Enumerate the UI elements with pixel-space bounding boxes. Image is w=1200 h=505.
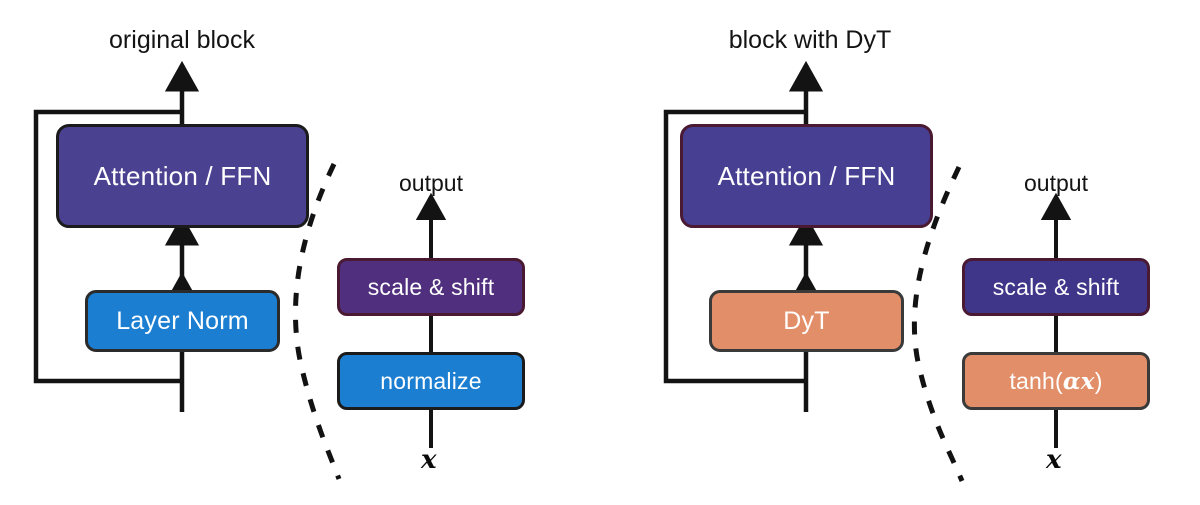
left-detail-input-variable: x xyxy=(421,445,437,475)
left-detail-normalize-block[interactable]: normalize xyxy=(337,352,525,410)
tanh-x-variable: x xyxy=(1080,367,1095,395)
right-attention-ffn-block[interactable]: Attention / FFN xyxy=(680,124,933,228)
tanh-alpha-symbol: α xyxy=(1062,367,1081,395)
tanh-prefix: tanh( xyxy=(1009,367,1063,394)
right-detail-output-label: output xyxy=(1024,170,1088,196)
right-panel-title: block with DyT xyxy=(728,26,892,54)
tanh-suffix: ) xyxy=(1094,367,1103,394)
right-detail-scale-and-shift-block[interactable]: scale & shift xyxy=(962,258,1150,316)
left-detail-output-label: output xyxy=(399,170,463,196)
right-detail-input-variable: x xyxy=(1046,445,1062,475)
left-detail-scale-and-shift-block[interactable]: scale & shift xyxy=(337,258,525,316)
left-layer-norm-block[interactable]: Layer Norm xyxy=(85,290,280,352)
left-attention-ffn-block[interactable]: Attention / FFN xyxy=(56,124,309,228)
left-panel-title: original block xyxy=(109,26,255,54)
right-dyt-block[interactable]: DyT xyxy=(709,290,904,352)
